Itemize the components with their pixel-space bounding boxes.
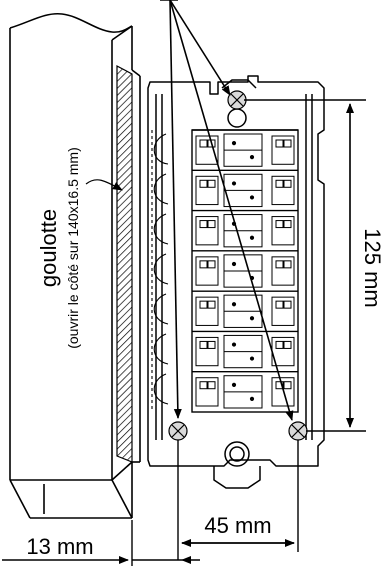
height-dimension (244, 99, 366, 432)
goulotte-label: goulotte (36, 209, 61, 287)
terminal-row (192, 290, 298, 328)
duct-side-opening (116, 65, 133, 463)
terminal-row (192, 209, 298, 248)
terminal-row (192, 129, 298, 167)
height-dimension-label: 125 mm (360, 228, 385, 307)
terminal-row (192, 169, 298, 208)
terminal-row (192, 250, 298, 288)
width-dimension-label: 45 mm (204, 513, 271, 538)
cable-loops (151, 130, 169, 412)
screw-pointer-arrows (160, 0, 294, 421)
screw-bottom-left (168, 421, 188, 441)
terminal-row (192, 330, 298, 369)
offset-dimension-label: 13 mm (26, 534, 93, 559)
screw-top (227, 90, 247, 110)
terminal-block (191, 129, 299, 413)
screw-bottom-right (288, 421, 308, 441)
cable-duct (9, 12, 141, 519)
offset-dimension (2, 520, 200, 566)
goulotte-note: (ouvrir le côté sur 140x16.5 mm) (65, 147, 81, 349)
goulotte-leader (85, 179, 123, 191)
width-dimension (177, 440, 299, 560)
terminal-row (192, 371, 298, 409)
